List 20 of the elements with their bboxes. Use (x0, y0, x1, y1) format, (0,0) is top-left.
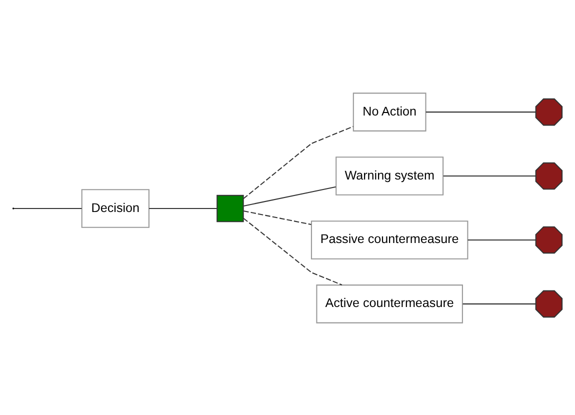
connector (426, 111, 536, 112)
connector (243, 126, 354, 199)
node-box: No Action (352, 92, 426, 131)
node-box: Decision (81, 188, 150, 228)
node-box: Warning system (336, 156, 444, 195)
connector (244, 186, 336, 206)
connector (14, 208, 82, 209)
connector (244, 210, 312, 224)
connector (243, 217, 342, 285)
connector (443, 175, 536, 176)
node-circle (535, 290, 563, 318)
node-circle (535, 162, 563, 190)
node-circle (535, 98, 563, 126)
node-box (216, 194, 244, 222)
connector (468, 238, 536, 240)
connector (149, 208, 217, 209)
node-circle (535, 226, 563, 254)
node-box: Passive countermeasure (310, 220, 468, 259)
node-box: Active countermeasure (316, 284, 463, 323)
connector (462, 302, 536, 304)
